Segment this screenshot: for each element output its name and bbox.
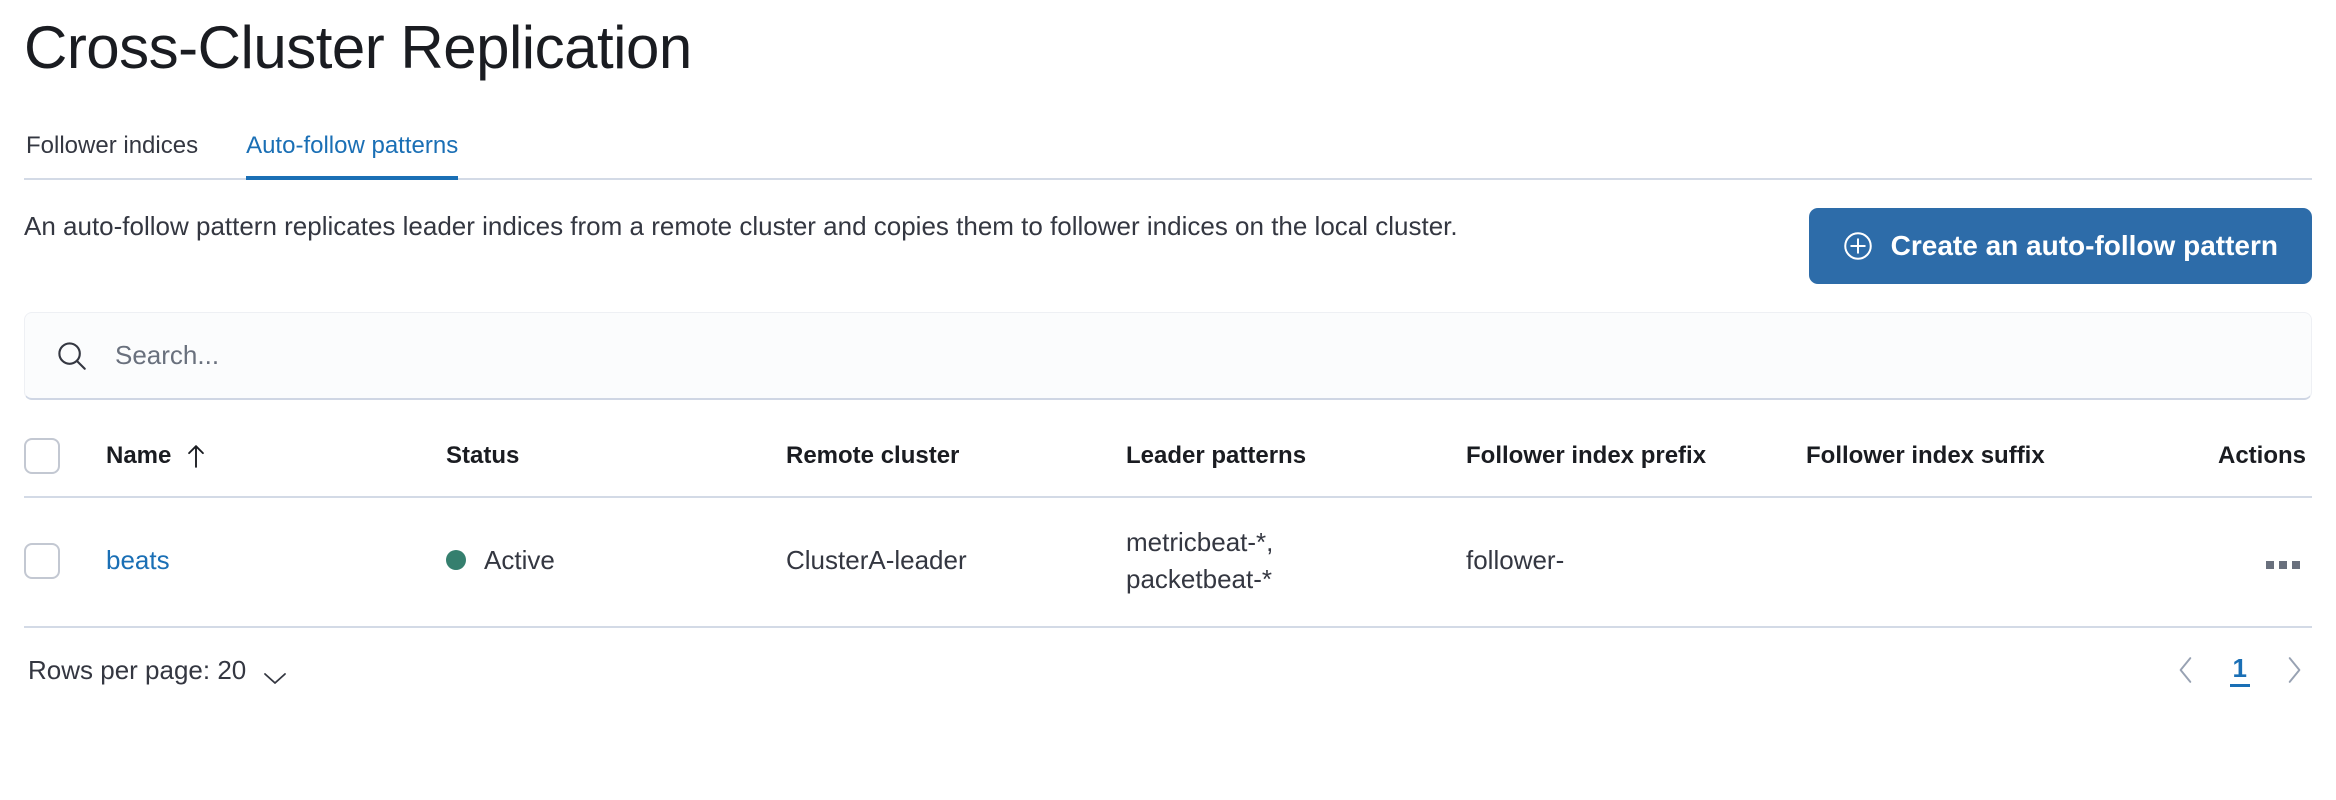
pattern-name-link[interactable]: beats — [106, 545, 170, 576]
column-header-name[interactable]: Name — [106, 426, 446, 498]
chevron-right-icon[interactable] — [2280, 656, 2308, 684]
row-select-cell — [24, 497, 106, 628]
column-header-leader-patterns[interactable]: Leader patterns — [1126, 426, 1466, 498]
status-dot-icon — [446, 550, 466, 571]
select-all-header — [24, 426, 106, 498]
column-header-name-label: Name — [106, 442, 172, 469]
tab-follower-indices[interactable]: Follower indices — [26, 132, 199, 159]
leader-pattern-line-1: metricbeat-*, — [1126, 527, 1274, 557]
chevron-left-icon[interactable] — [2172, 656, 2200, 684]
description-row: An auto-follow pattern replicates leader… — [24, 206, 2312, 284]
leader-pattern-line-2: packetbeat-* — [1126, 563, 1272, 594]
create-auto-follow-pattern-button[interactable]: Create an auto-follow pattern — [1808, 208, 2312, 284]
status-label: Active — [484, 544, 555, 575]
column-header-follower-index-prefix[interactable]: Follower index prefix — [1466, 426, 1806, 498]
cell-follower-index-suffix — [1806, 497, 2186, 628]
search-bar[interactable] — [24, 312, 2312, 400]
pagination: 1 — [2172, 653, 2308, 687]
column-header-remote-cluster[interactable]: Remote cluster — [786, 426, 1126, 498]
cell-actions — [2186, 497, 2312, 628]
page-description: An auto-follow pattern replicates leader… — [24, 211, 1458, 241]
create-button-label: Create an auto-follow pattern — [1890, 230, 2278, 261]
tab-auto-follow-patterns[interactable]: Auto-follow patterns — [246, 134, 459, 180]
column-header-actions: Actions — [2186, 426, 2312, 498]
table-header-row: Name Status Remote cluster Leader patter… — [24, 426, 2312, 498]
cell-name: beats — [106, 497, 446, 628]
cell-leader-patterns: metricbeat-*, packetbeat-* — [1126, 497, 1466, 628]
arrow-up-icon — [185, 443, 207, 469]
page-title: Cross-Cluster Replication — [24, 14, 692, 81]
search-icon — [55, 339, 89, 373]
select-all-checkbox[interactable] — [24, 438, 60, 474]
tab-bar: Follower indices Auto-follow patterns — [24, 114, 2312, 180]
page-number-1[interactable]: 1 — [2229, 653, 2250, 687]
rows-per-page-label: Rows per page: 20 — [28, 654, 247, 685]
rows-per-page-selector[interactable]: Rows per page: 20 — [28, 655, 288, 686]
table-row: beats Active ClusterA-leader metricbeat-… — [24, 497, 2312, 628]
table-footer: Rows per page: 20 1 — [24, 653, 2312, 687]
column-header-status[interactable]: Status — [446, 426, 786, 498]
cell-follower-index-prefix: follower- — [1466, 497, 1806, 628]
column-header-follower-index-suffix[interactable]: Follower index suffix — [1806, 426, 2186, 498]
auto-follow-patterns-table: Name Status Remote cluster Leader patter… — [24, 426, 2312, 628]
search-input[interactable] — [113, 313, 2281, 398]
plus-in-circle-icon — [1843, 231, 1873, 261]
chevron-down-icon — [262, 662, 288, 685]
cell-remote-cluster: ClusterA-leader — [786, 497, 1126, 628]
more-actions-icon[interactable] — [2260, 555, 2306, 575]
row-checkbox[interactable] — [24, 542, 60, 579]
cell-status: Active — [446, 497, 786, 628]
